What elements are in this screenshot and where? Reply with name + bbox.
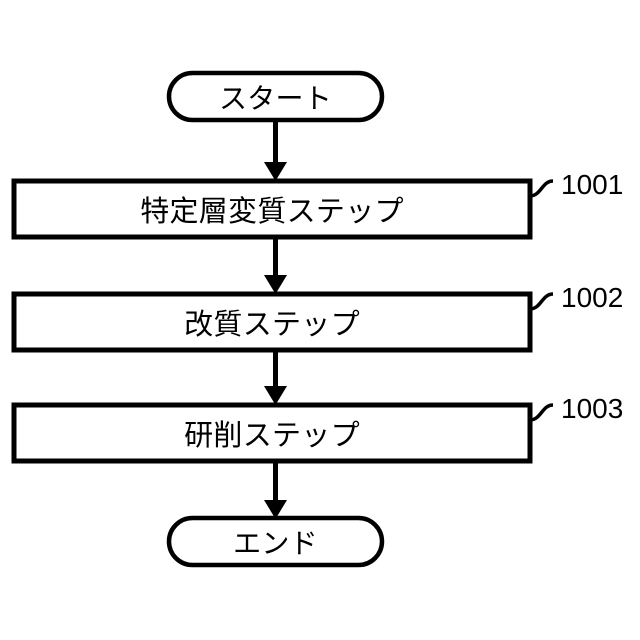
- process-node-1002-shape: [11, 291, 533, 353]
- leader-line-1003: [529, 403, 554, 422]
- process-node-1003-label: 研削ステップ: [184, 420, 360, 452]
- edge-1003-to-end: [264, 461, 287, 519]
- process-node-1001-shape: [11, 178, 533, 240]
- reference-number-1001: 1001: [561, 169, 624, 200]
- end-node-label: エンド: [233, 527, 318, 559]
- leader-line-1002: [529, 292, 554, 311]
- edge-1001-to-1002: [264, 237, 287, 294]
- reference-number-1003: 1003: [561, 393, 624, 424]
- end-node-shape: [166, 515, 385, 568]
- edge-start-to-1001: [264, 120, 287, 181]
- leader-line-1001: [529, 179, 554, 198]
- process-node-1002-label: 改質ステップ: [184, 309, 360, 341]
- process-node-1003-shape: [11, 402, 533, 464]
- edge-1002-to-1003: [264, 350, 287, 405]
- start-node-label: スタート: [218, 82, 333, 114]
- reference-number-1002: 1002: [561, 282, 624, 313]
- process-node-1001-label: 特定層変質ステップ: [140, 196, 404, 228]
